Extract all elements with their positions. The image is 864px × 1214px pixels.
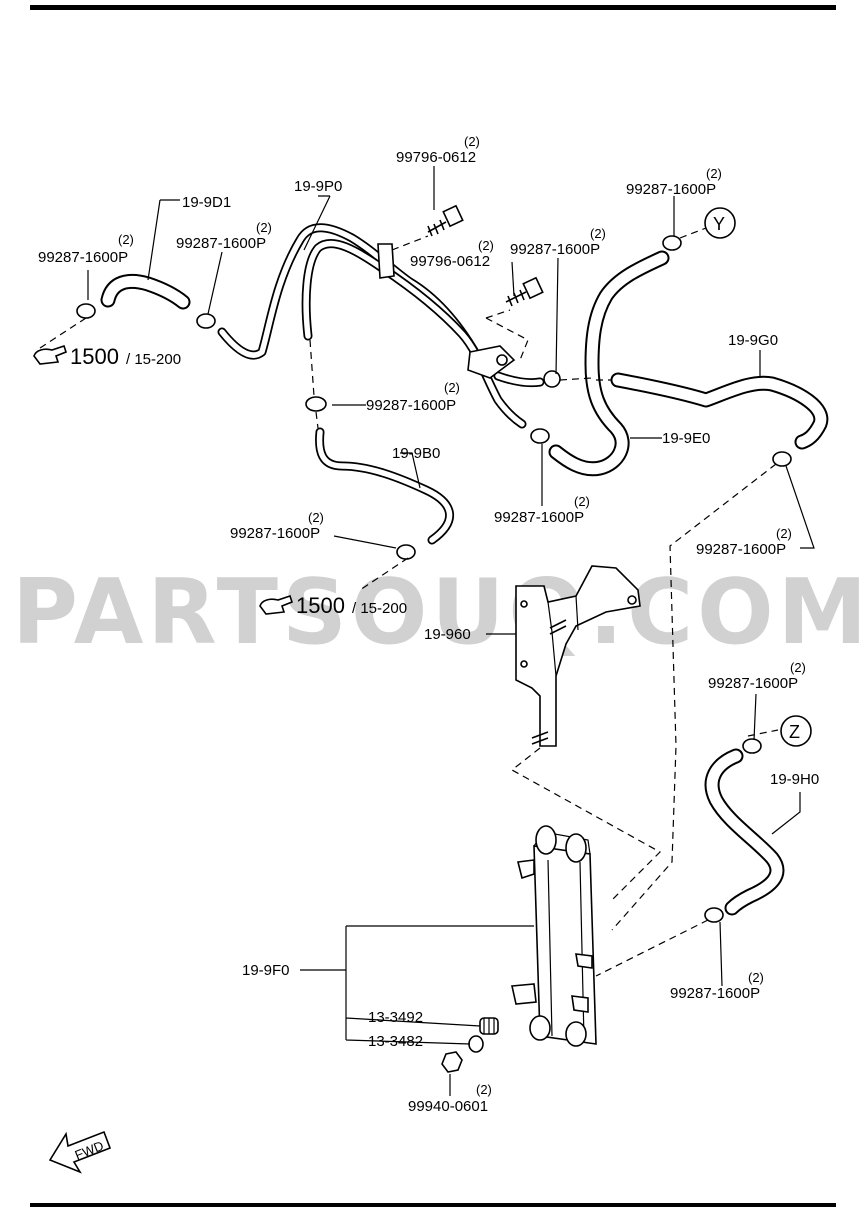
qty-d1-clamp: (2) <box>118 232 134 247</box>
nut-99940-0601 <box>441 1051 463 1073</box>
bracket-19-960 <box>515 565 641 747</box>
label-13-3482: 13-3482 <box>368 1033 423 1050</box>
pipe-clip <box>467 345 516 379</box>
label-19-9b0: 19-9B0 <box>392 445 440 462</box>
label-nut: 99940-0601 <box>408 1098 488 1115</box>
washer-13-3482 <box>468 1035 484 1053</box>
stud <box>531 731 549 745</box>
hose-19-9g0 <box>610 372 829 450</box>
label-clamp-p0: 99287-1600P <box>176 235 266 252</box>
marker-y-label: Y <box>713 214 725 234</box>
watermark: PARTSOUQ.COM <box>12 560 864 665</box>
label-clamp-z: 99287-1600P <box>708 675 798 692</box>
clamp <box>530 428 550 444</box>
qty-p0-clamp: (2) <box>256 220 272 235</box>
qty-clamp-mid: (2) <box>590 226 606 241</box>
bolt <box>505 289 527 307</box>
qty-nut: (2) <box>476 1082 492 1097</box>
fwd-arrow-icon: FWD <box>48 1130 112 1174</box>
qty-clamp-y: (2) <box>706 166 722 181</box>
pointing-hand-icon <box>259 594 293 615</box>
stud <box>549 619 567 635</box>
bolts <box>427 204 544 307</box>
bolt-head <box>522 276 544 300</box>
clamp <box>396 544 416 560</box>
clamp <box>704 907 724 923</box>
hose-19-9d1 <box>100 273 191 310</box>
bolt-head <box>442 204 464 228</box>
clamp <box>772 451 792 467</box>
bottom-rule <box>30 1203 836 1207</box>
qty-clamp-b0: (2) <box>308 510 324 525</box>
label-19-9d1: 19-9D1 <box>182 194 231 211</box>
label-19-9p0: 19-9P0 <box>294 178 342 195</box>
assembly-lines <box>39 227 779 977</box>
top-rule <box>30 5 836 10</box>
pointing-hand-icon <box>33 344 67 365</box>
label-clamp-y: 99287-1600P <box>626 181 716 198</box>
marker-y <box>704 207 736 239</box>
label-bolt-b: 99796-0612 <box>410 253 490 270</box>
hose-19-9e0 <box>548 250 670 477</box>
label-19-9f0: 19-9F0 <box>242 962 290 979</box>
clamps <box>76 235 792 923</box>
pipe-19-9p0 <box>217 223 545 429</box>
label-clamp-d1: 99287-1600P <box>38 249 128 266</box>
label-19-9e0: 19-9E0 <box>662 430 710 447</box>
pipe-bracket <box>377 243 395 279</box>
leader-lines <box>87 166 815 1096</box>
ref-15-200-top: / 15-200 <box>126 351 181 368</box>
oil-cooler-19-9f0 <box>511 825 597 1047</box>
clamp <box>76 303 96 319</box>
label-19-960: 19-960 <box>424 626 471 643</box>
label-clamp-g0: 99287-1600P <box>696 541 786 558</box>
label-13-3492: 13-3492 <box>368 1009 423 1026</box>
ref-15-200-bottom: / 15-200 <box>352 600 407 617</box>
clamp <box>742 738 762 754</box>
label-clamp-mid: 99287-1600P <box>510 241 600 258</box>
qty-clamp-e0: (2) <box>574 494 590 509</box>
clamp <box>543 370 561 388</box>
part-labels: 19-9D1 (2) 99287-1600P (2) 99287-1600P 1… <box>38 134 819 1115</box>
qty-bolt-b: (2) <box>478 238 494 253</box>
clamp <box>305 396 327 412</box>
clamp <box>662 235 682 251</box>
clamp <box>196 313 216 329</box>
ref-1500-bottom: 1500 <box>296 593 345 618</box>
qty-clamp-b0-top: (2) <box>444 380 460 395</box>
marker-z-label: Z <box>789 722 800 742</box>
label-clamp-b0-top: 99287-1600P <box>366 397 456 414</box>
bolt <box>427 219 447 237</box>
clip-hole <box>496 354 508 366</box>
label-clamp-h0: 99287-1600P <box>670 985 760 1002</box>
hose-19-9h0 <box>704 748 785 916</box>
label-clamp-b0: 99287-1600P <box>230 525 320 542</box>
qty-clamp-h0: (2) <box>748 970 764 985</box>
label-19-9g0: 19-9G0 <box>728 332 778 349</box>
pipe-19-9b0 <box>315 427 454 545</box>
ref-1500-top: 1500 <box>70 344 119 369</box>
qty-clamp-z: (2) <box>790 660 806 675</box>
label-bolt-a: 99796-0612 <box>396 149 476 166</box>
label-19-9h0: 19-9H0 <box>770 771 819 788</box>
qty-bolt-a: (2) <box>464 134 480 149</box>
drain-parts <box>441 1017 499 1073</box>
marker-z <box>780 715 812 747</box>
qty-clamp-g0: (2) <box>776 526 792 541</box>
label-clamp-e0: 99287-1600P <box>494 509 584 526</box>
